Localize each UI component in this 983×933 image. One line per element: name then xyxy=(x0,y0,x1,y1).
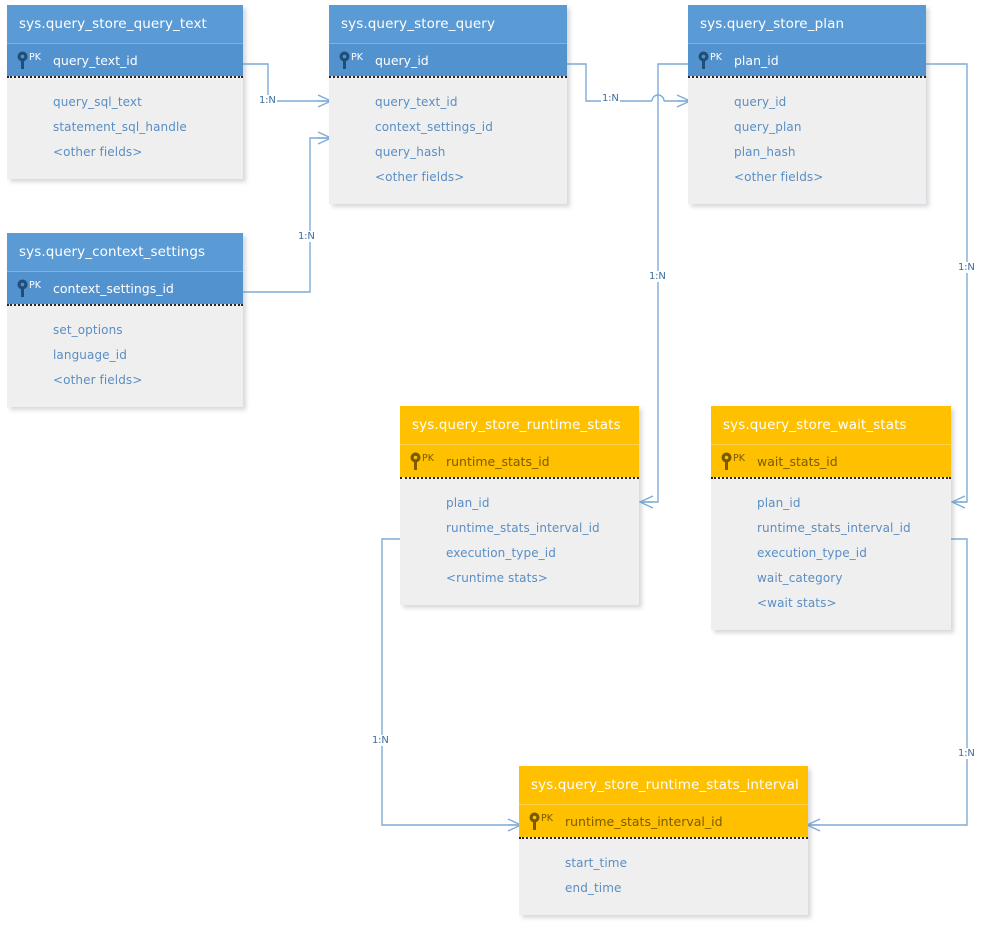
field-row: <runtime stats> xyxy=(446,571,548,585)
pk-tag: PK xyxy=(541,813,553,824)
key-cell: PK xyxy=(400,445,446,477)
field-row: <other fields> xyxy=(53,373,143,387)
cardinality-label-plan-to-runtime-stats: 1:N xyxy=(648,271,667,282)
entity-title: sys.query_store_plan xyxy=(688,5,926,43)
pk-tag: PK xyxy=(29,52,41,63)
field-row: plan_id xyxy=(757,496,801,510)
entity-fields: set_options language_id <other fields> xyxy=(7,304,243,407)
key-icon xyxy=(698,51,709,69)
primary-key-row[interactable]: PK runtime_stats_id xyxy=(400,444,639,477)
entity-title: sys.query_context_settings xyxy=(7,233,243,271)
field-row: <other fields> xyxy=(375,170,465,184)
primary-key-row[interactable]: PK context_settings_id xyxy=(7,271,243,304)
primary-key-name: plan_id xyxy=(734,52,779,68)
entity-fields: plan_id runtime_stats_interval_id execut… xyxy=(400,477,639,605)
primary-key-name: query_id xyxy=(375,52,429,68)
key-icon xyxy=(339,51,350,69)
key-cell: PK xyxy=(329,44,375,76)
primary-key-name: query_text_id xyxy=(53,52,138,68)
key-cell: PK xyxy=(688,44,734,76)
connector-context-settings-to-query xyxy=(243,131,333,293)
entity-query-store-query-text[interactable]: sys.query_store_query_text PK query_text… xyxy=(7,5,243,179)
cardinality-label-query-text-to-query: 1:N xyxy=(258,95,277,106)
field-row: set_options xyxy=(53,323,123,337)
pk-tag: PK xyxy=(29,280,41,291)
primary-key-name: context_settings_id xyxy=(53,280,174,296)
entity-fields: plan_id runtime_stats_interval_id execut… xyxy=(711,477,951,630)
key-cell: PK xyxy=(7,272,53,304)
entity-title: sys.query_store_runtime_stats xyxy=(400,406,639,444)
entity-title: sys.query_store_runtime_stats_interval xyxy=(519,766,808,804)
field-row: plan_id xyxy=(446,496,490,510)
field-row: runtime_stats_interval_id xyxy=(757,521,911,535)
pk-tag: PK xyxy=(351,52,363,63)
field-row: execution_type_id xyxy=(757,546,867,560)
entity-fields: query_sql_text statement_sql_handle <oth… xyxy=(7,76,243,179)
key-cell: PK xyxy=(519,805,565,837)
primary-key-row[interactable]: PK wait_stats_id xyxy=(711,444,951,477)
pk-tag: PK xyxy=(710,52,722,63)
connector-query-to-plan xyxy=(567,63,692,108)
primary-key-row[interactable]: PK plan_id xyxy=(688,43,926,76)
key-icon xyxy=(410,452,421,470)
primary-key-row[interactable]: PK runtime_stats_interval_id xyxy=(519,804,808,837)
primary-key-name: runtime_stats_id xyxy=(446,453,550,469)
connector-query-text-to-query xyxy=(243,63,333,108)
field-row: language_id xyxy=(53,348,127,362)
primary-key-name: runtime_stats_interval_id xyxy=(565,813,723,829)
key-icon xyxy=(17,51,28,69)
field-row: plan_hash xyxy=(734,145,796,159)
field-row: end_time xyxy=(565,881,622,895)
entity-query-store-runtime-stats[interactable]: sys.query_store_runtime_stats PK runtime… xyxy=(400,406,639,605)
field-row: runtime_stats_interval_id xyxy=(446,521,600,535)
field-row: query_text_id xyxy=(375,95,458,109)
connector-plan-to-runtime-stats xyxy=(638,63,688,509)
field-row: query_hash xyxy=(375,145,446,159)
pk-tag: PK xyxy=(422,453,434,464)
field-row: query_plan xyxy=(734,120,802,134)
cardinality-label-wait-stats-to-interval: 1:N xyxy=(957,748,976,759)
pk-tag: PK xyxy=(733,453,745,464)
field-row: query_sql_text xyxy=(53,95,142,109)
field-row: start_time xyxy=(565,856,628,870)
entity-query-store-plan[interactable]: sys.query_store_plan PK plan_id query_id… xyxy=(688,5,926,204)
entity-title: sys.query_store_query xyxy=(329,5,567,43)
entity-fields: start_time end_time xyxy=(519,837,808,915)
cardinality-label-query-to-plan: 1:N xyxy=(601,93,620,104)
primary-key-row[interactable]: PK query_id xyxy=(329,43,567,76)
key-icon xyxy=(721,452,732,470)
field-row: <wait stats> xyxy=(757,596,837,610)
field-row: query_id xyxy=(734,95,787,109)
field-row: statement_sql_handle xyxy=(53,120,187,134)
field-row: wait_category xyxy=(757,571,843,585)
entity-query-store-runtime-stats-interval[interactable]: sys.query_store_runtime_stats_interval P… xyxy=(519,766,808,915)
field-row: <other fields> xyxy=(53,145,143,159)
field-row: execution_type_id xyxy=(446,546,556,560)
entity-query-context-settings[interactable]: sys.query_context_settings PK context_se… xyxy=(7,233,243,407)
cardinality-label-runtime-stats-to-interval: 1:N xyxy=(371,735,390,746)
key-icon xyxy=(529,812,540,830)
key-icon xyxy=(17,279,28,297)
cardinality-label-context-settings-to-query: 1:N xyxy=(297,231,316,242)
entity-fields: query_id query_plan plan_hash <other fie… xyxy=(688,76,926,204)
field-row: <other fields> xyxy=(734,170,824,184)
entity-query-store-wait-stats[interactable]: sys.query_store_wait_stats PK wait_stats… xyxy=(711,406,951,630)
primary-key-name: wait_stats_id xyxy=(757,453,838,469)
field-row: context_settings_id xyxy=(375,120,493,134)
cardinality-label-plan-to-wait-stats: 1:N xyxy=(957,262,976,273)
entity-fields: query_text_id context_settings_id query_… xyxy=(329,76,567,204)
key-cell: PK xyxy=(7,44,53,76)
entity-title: sys.query_store_query_text xyxy=(7,5,243,43)
entity-query-store-query[interactable]: sys.query_store_query PK query_id query_… xyxy=(329,5,567,204)
primary-key-row[interactable]: PK query_text_id xyxy=(7,43,243,76)
entity-title: sys.query_store_wait_stats xyxy=(711,406,951,444)
key-cell: PK xyxy=(711,445,757,477)
